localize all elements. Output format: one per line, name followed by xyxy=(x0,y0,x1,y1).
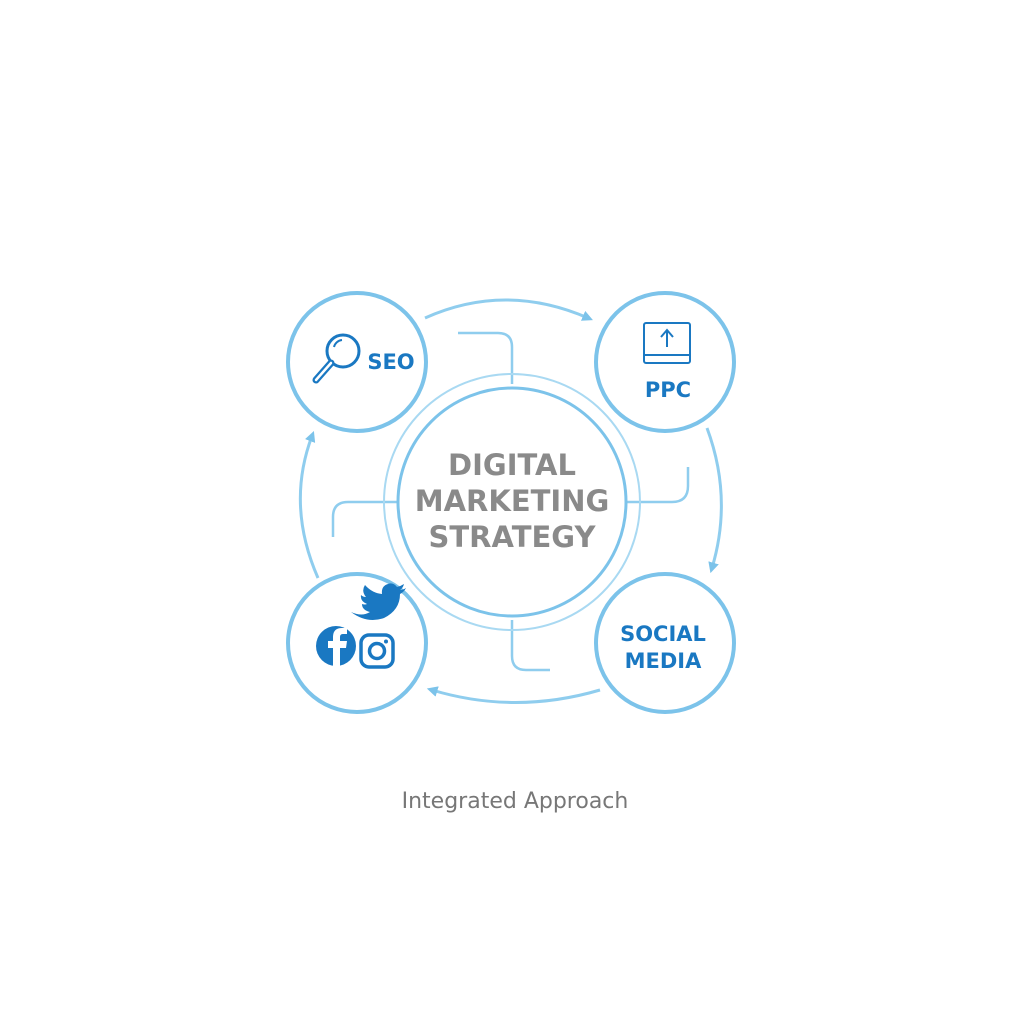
center-title-line-2: MARKETING xyxy=(415,484,610,518)
center-title-line-3: STRATEGY xyxy=(429,520,597,554)
node-ppc: PPC xyxy=(594,291,736,433)
connector-top xyxy=(458,331,514,384)
twitter-icon xyxy=(351,583,406,620)
node-social-icons xyxy=(286,572,428,714)
node-ppc-label: PPC xyxy=(645,378,691,402)
arrow-ppc-to-social-media xyxy=(705,427,723,574)
node-social-media: SOCIAL MEDIA xyxy=(594,572,736,714)
instagram-icon xyxy=(359,633,395,669)
node-seo-ring xyxy=(286,291,428,433)
center-title-line-1: DIGITAL xyxy=(448,448,576,482)
node-social-icons-ring xyxy=(286,572,428,714)
node-seo-label: SEO xyxy=(367,350,414,374)
connector-right xyxy=(624,467,690,504)
caption: Integrated Approach xyxy=(402,789,629,814)
center-hub: DIGITAL MARKETING STRATEGY xyxy=(383,373,641,631)
upload-monitor-icon xyxy=(643,322,691,364)
center-inner-ring xyxy=(396,386,628,618)
connector-left xyxy=(331,500,398,537)
center-outer-ring xyxy=(383,373,641,631)
node-seo: SEO xyxy=(286,291,428,433)
connector-bottom xyxy=(510,620,550,672)
arrow-seo-to-ppc xyxy=(424,298,593,321)
facebook-icon xyxy=(316,626,356,666)
node-social-media-label-line-1: SOCIAL xyxy=(620,622,706,646)
arrow-social-icons-to-seo xyxy=(298,430,320,579)
node-social-media-ring xyxy=(594,572,736,714)
node-social-media-label-line-2: MEDIA xyxy=(625,649,702,673)
magnifier-icon xyxy=(312,333,361,384)
arrow-social-media-to-social-icons xyxy=(426,686,601,704)
